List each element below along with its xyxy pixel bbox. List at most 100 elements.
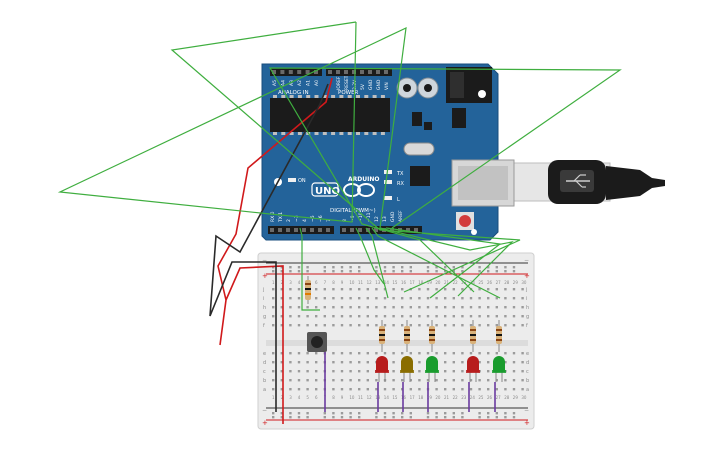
column-number: 4: [298, 395, 301, 400]
board-model: UNO: [315, 186, 340, 197]
column-number: 6: [315, 395, 318, 400]
arduino-brand: ARDUINO: [348, 176, 379, 183]
wire-signal[interactable]: [57, 21, 514, 297]
column-number: 8: [332, 280, 335, 285]
column-number: 26: [487, 280, 493, 285]
rail-minus-label: −: [262, 407, 267, 414]
resistor-led-1[interactable]: [379, 320, 385, 352]
digital-pin-label: 13: [382, 216, 388, 222]
column-number: 20: [435, 280, 441, 285]
column-number: 22: [453, 280, 459, 285]
row-letter: e: [263, 351, 266, 357]
rail-minus-label: −: [524, 407, 529, 414]
wires: [57, 21, 622, 424]
resistor-led-2[interactable]: [404, 320, 410, 352]
column-number: 14: [384, 280, 390, 285]
wire-signal[interactable]: [365, 227, 389, 299]
voltage-regulator: [452, 108, 466, 128]
wire-signal[interactable]: [385, 227, 502, 299]
power-pin-label: 5V: [360, 83, 366, 90]
led-1[interactable]: [375, 356, 389, 382]
column-number: 20: [435, 395, 441, 400]
rail-plus-label: +: [524, 272, 530, 280]
row-letter: b: [263, 378, 266, 384]
column-number: 19: [427, 280, 433, 285]
resistor-led-5[interactable]: [496, 320, 502, 352]
led-2[interactable]: [400, 356, 414, 382]
wire-signal[interactable]: [371, 227, 501, 299]
power-pin-label: RESET: [344, 75, 350, 90]
row-letter: g: [526, 314, 529, 320]
row-letter: f: [263, 323, 265, 329]
column-number: 16: [401, 280, 407, 285]
digital-pin-label: 2: [286, 219, 292, 222]
power-pin-label: GND: [368, 79, 374, 90]
icsp-header: [412, 112, 422, 126]
row-letter: c: [526, 369, 529, 375]
digital-pin-label: TX 1: [278, 212, 284, 223]
led-4[interactable]: [466, 356, 480, 382]
digital-pin-label: GND: [390, 211, 396, 222]
column-number: 19: [427, 395, 433, 400]
digital-pin-label: ~3: [294, 215, 300, 222]
column-number: 29: [513, 395, 519, 400]
wire-signal[interactable]: [355, 227, 385, 285]
column-number: 24: [470, 280, 476, 285]
column-number: 21: [444, 395, 450, 400]
crystal-oscillator: [403, 142, 435, 156]
column-number: 11: [358, 395, 364, 400]
column-number: 2: [281, 395, 284, 400]
column-number: 3: [289, 280, 292, 285]
resistor-button[interactable]: [305, 276, 311, 304]
row-letter: c: [263, 369, 266, 375]
digital-pin-label: AREF: [398, 210, 404, 222]
column-number: 10: [349, 280, 355, 285]
wire-signal[interactable]: [299, 227, 320, 311]
pushbutton[interactable]: [307, 332, 327, 352]
column-number: 27: [496, 280, 502, 285]
usb-cable[interactable]: [509, 160, 665, 204]
row-letter: i: [263, 296, 264, 302]
resistor-led-3[interactable]: [429, 320, 435, 352]
analog-header-label: ANALOG IN: [278, 90, 309, 96]
digital-pin-label: ~10: [358, 212, 364, 222]
arduino-board[interactable]: TX RX L ON ARDUINO UNO ANALOG IN POWER A…: [261, 63, 515, 241]
column-number: 22: [453, 395, 459, 400]
analog-pin-label: A1: [306, 80, 312, 86]
column-number: 4: [298, 280, 301, 285]
wire-gnd[interactable]: [209, 83, 329, 412]
power-pin-label: VIN: [384, 82, 390, 90]
reset-button[interactable]: [456, 212, 474, 230]
column-number: 18: [418, 395, 424, 400]
column-number: 29: [513, 280, 519, 285]
column-number: 17: [410, 280, 416, 285]
row-letter: h: [526, 305, 529, 311]
row-letter: d: [526, 360, 529, 366]
row-letter: f: [526, 323, 528, 329]
row-letter: i: [526, 296, 527, 302]
wire-5v[interactable]: [217, 77, 333, 424]
digital-pin-label: RX 0: [270, 211, 276, 222]
column-number: 28: [504, 280, 510, 285]
column-number: 15: [392, 395, 398, 400]
led-3[interactable]: [425, 356, 439, 382]
l-led-label: L: [397, 197, 400, 203]
led-5[interactable]: [492, 356, 506, 382]
column-number: 10: [349, 395, 355, 400]
column-number: 23: [461, 395, 467, 400]
column-number: 25: [478, 280, 484, 285]
breadboard[interactable]: − + − + − + − + 112233445566778899101011…: [257, 252, 535, 430]
rail-plus-label: +: [262, 272, 268, 280]
row-letter: j: [262, 287, 264, 293]
resistor-led-4[interactable]: [470, 320, 476, 352]
rail-plus-label: +: [524, 419, 530, 427]
power-header[interactable]: [326, 68, 392, 76]
column-number: 25: [478, 395, 484, 400]
row-letter: d: [263, 360, 266, 366]
wire-signal[interactable]: [268, 67, 622, 293]
digital-pin-label: ~9: [350, 215, 356, 222]
analog-header[interactable]: [270, 68, 322, 76]
column-number: 12: [367, 280, 373, 285]
wire-signal[interactable]: [170, 21, 521, 293]
mounting-hole: [471, 229, 477, 235]
